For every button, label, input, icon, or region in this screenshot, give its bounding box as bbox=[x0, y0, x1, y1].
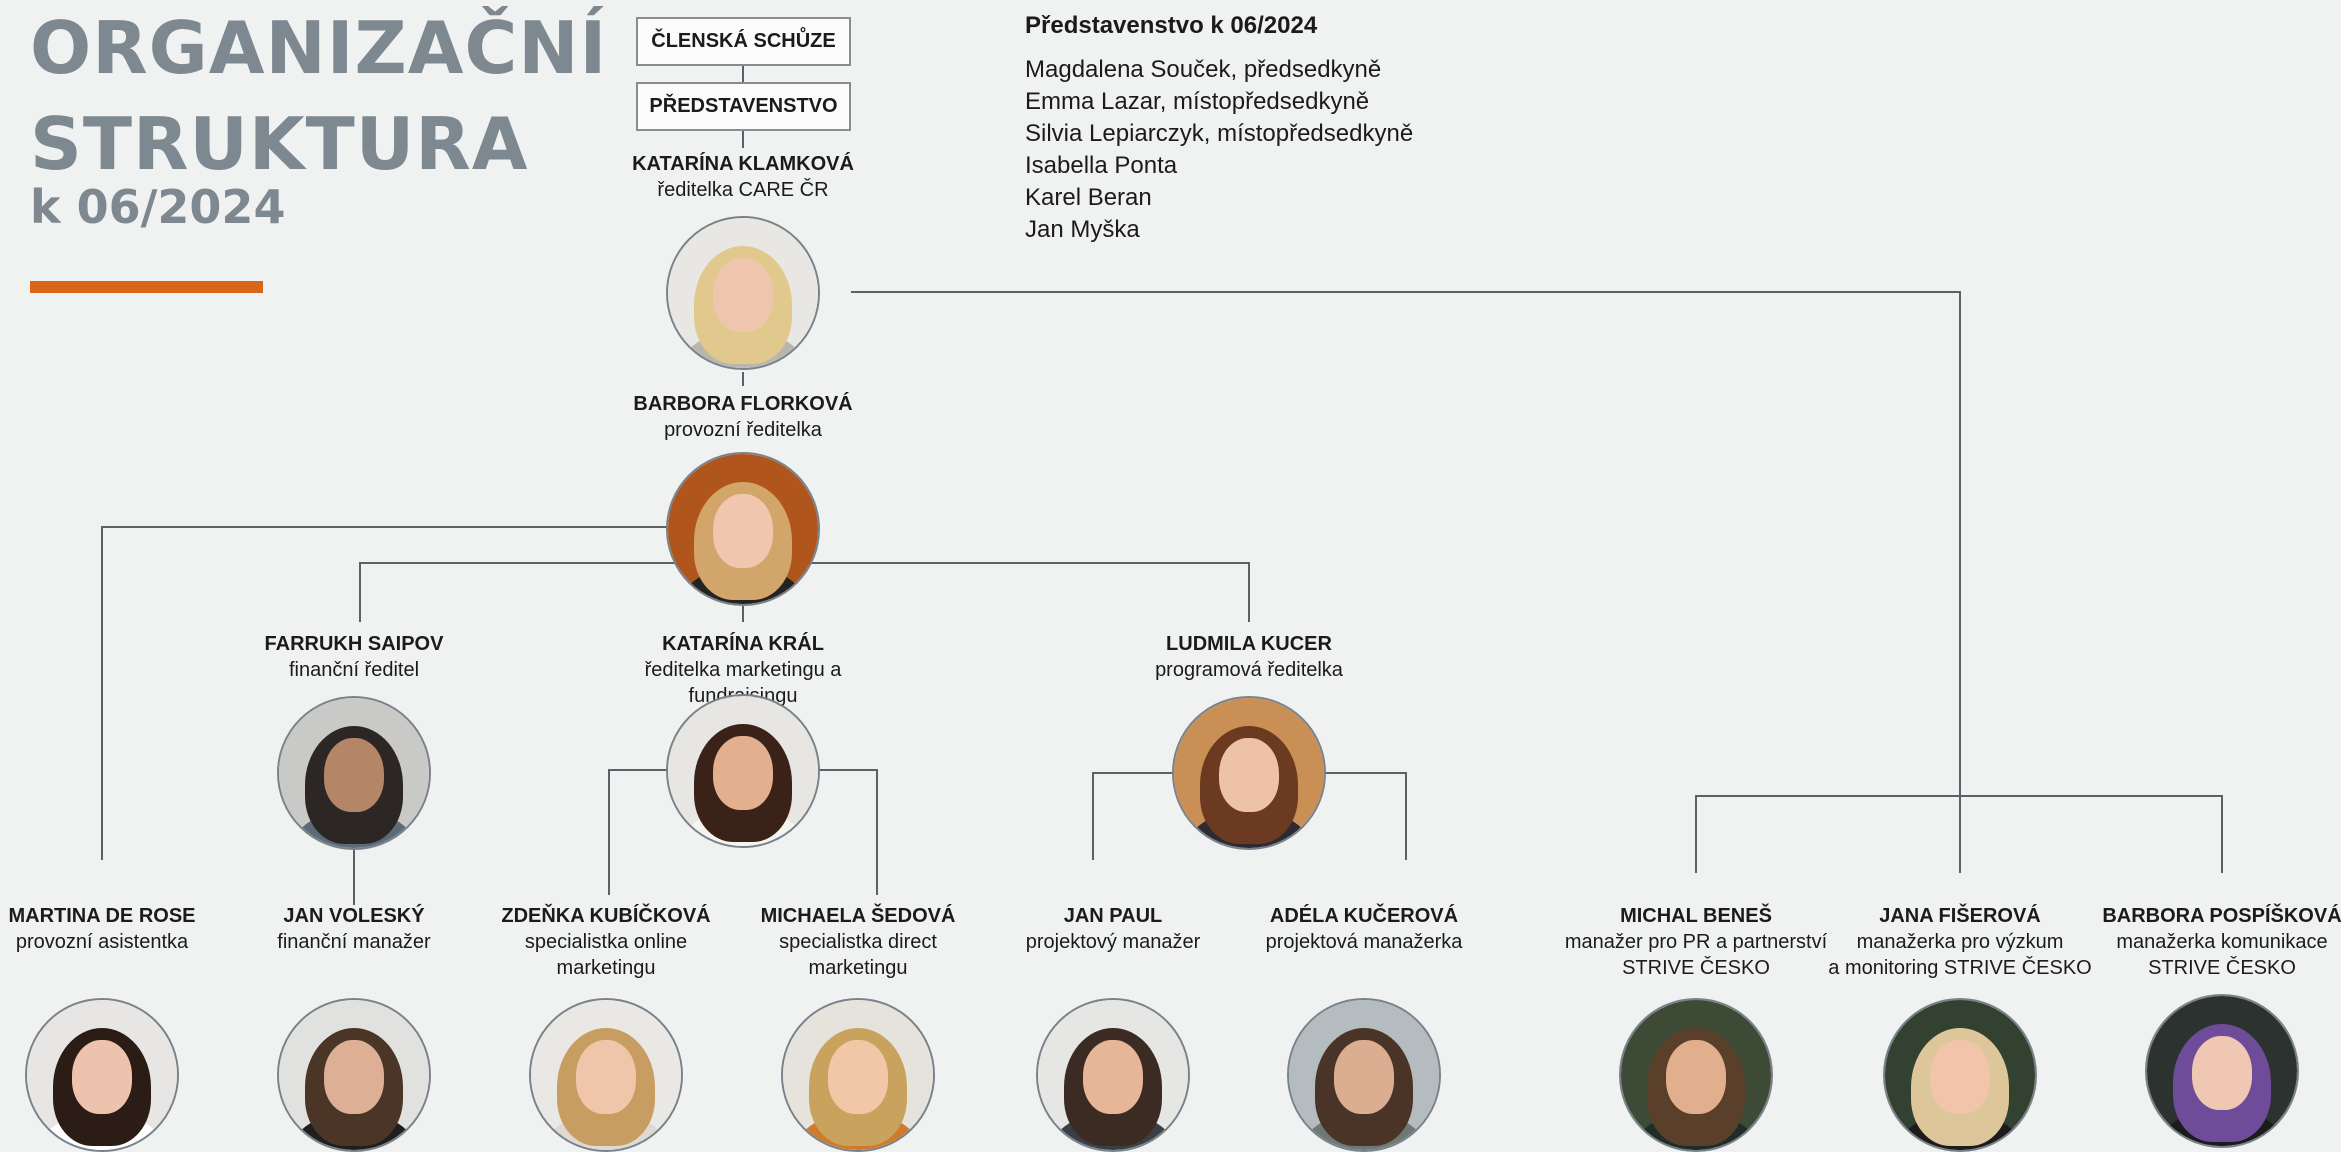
line-kucer-right bbox=[1326, 772, 1407, 860]
person-role-line2: STRIVE ČESKO bbox=[2148, 957, 2296, 979]
person-name: JAN VOLESKÝ bbox=[283, 905, 425, 927]
board-member: Jan Myška bbox=[1025, 216, 1140, 243]
box-board: PŘEDSTAVENSTVO bbox=[636, 82, 851, 131]
line-kucer-left bbox=[1092, 772, 1174, 860]
photo-klamkova bbox=[666, 216, 820, 370]
line-coo-assistant bbox=[101, 526, 667, 860]
person-paul: JAN PAUL projektový manažer bbox=[963, 903, 1263, 955]
board-member: Silvia Lepiarczyk, místopředsedkyně bbox=[1025, 120, 1414, 147]
box-assembly: ČLENSKÁ SCHŮZE bbox=[636, 17, 851, 66]
title-date: k 06/2024 bbox=[30, 180, 286, 234]
line-kral-left bbox=[608, 769, 667, 895]
person-role: finanční manažer bbox=[277, 931, 431, 953]
photo-saipov bbox=[277, 696, 431, 850]
person-fiserova: JANA FIŠEROVÁ manažerka pro výzkum a mon… bbox=[1810, 903, 2110, 981]
person-name: JAN PAUL bbox=[1063, 905, 1163, 927]
photo-fiserova bbox=[1883, 998, 2037, 1152]
person-name: MICHAELA ŠEDOVÁ bbox=[760, 905, 956, 927]
person-name: MARTINA DE ROSE bbox=[8, 905, 196, 927]
board-list-heading: Představenstvo k 06/2024 bbox=[1025, 12, 1318, 39]
person-role: provozní asistentka bbox=[15, 931, 189, 953]
person-role: manažer pro PR a partnerství bbox=[1564, 931, 1828, 953]
person-sedova: MICHAELA ŠEDOVÁ specialistka direct mark… bbox=[708, 903, 1008, 981]
photo-pospiskova bbox=[2145, 994, 2299, 1148]
photo-benes bbox=[1619, 998, 1773, 1152]
person-role-line2: a monitoring STRIVE ČESKO bbox=[1828, 957, 2092, 979]
photo-paul bbox=[1036, 998, 1190, 1152]
accent-bar bbox=[30, 281, 263, 293]
person-kubickova: ZDEŇKA KUBÍČKOVÁ specialistka online mar… bbox=[456, 903, 756, 981]
person-saipov: FARRUKH SAIPOV finanční ředitel bbox=[204, 631, 504, 683]
board-member: Emma Lazar, místopředsedkyně bbox=[1025, 88, 1370, 115]
person-kucerova: ADÉLA KUČEROVÁ projektová manažerka bbox=[1214, 903, 1514, 955]
board-member: Magdalena Souček, předsedkyně bbox=[1025, 56, 1382, 83]
board-member: Isabella Ponta bbox=[1025, 152, 1178, 179]
person-florkova: BARBORA FLORKOVÁ provozní ředitelka bbox=[593, 391, 893, 443]
board-list: Představenstvo k 06/2024 Magdalena Souče… bbox=[1025, 10, 1413, 246]
person-name: ZDEŇKA KUBÍČKOVÁ bbox=[501, 905, 711, 927]
person-role: specialistka direct bbox=[779, 931, 937, 953]
person-kucer: LUDMILA KUCER programová ředitelka bbox=[1099, 631, 1399, 683]
photo-florkova bbox=[666, 452, 820, 606]
photo-kucer bbox=[1172, 696, 1326, 850]
page-title: ORGANIZAČNÍ STRUKTURA bbox=[30, 0, 607, 192]
person-role-line2: marketingu bbox=[808, 957, 908, 979]
title-line-1: ORGANIZAČNÍ bbox=[30, 6, 608, 90]
line-strive-branch bbox=[1695, 795, 2223, 873]
person-name: LUDMILA KUCER bbox=[1166, 633, 1332, 655]
person-role: finanční ředitel bbox=[288, 659, 420, 681]
person-name: FARRUKH SAIPOV bbox=[264, 633, 444, 655]
person-role: provozní ředitelka bbox=[664, 419, 822, 441]
line-kral-right bbox=[820, 769, 878, 895]
photo-kucerova bbox=[1287, 998, 1441, 1152]
board-member: Karel Beran bbox=[1025, 184, 1152, 211]
person-role: manažerka komunikace bbox=[2116, 931, 2328, 953]
person-role: manažerka pro výzkum bbox=[1856, 931, 2064, 953]
person-role: ředitelka CARE ČR bbox=[657, 179, 829, 201]
person-role: specialistka online bbox=[524, 931, 688, 953]
person-klamkova: KATARÍNA KLAMKOVÁ ředitelka CARE ČR bbox=[593, 151, 893, 203]
person-role: programová ředitelka bbox=[1155, 659, 1343, 681]
person-name: BARBORA POSPÍŠKOVÁ bbox=[2102, 905, 2341, 927]
person-volesky: JAN VOLESKÝ finanční manažer bbox=[204, 903, 504, 955]
person-role-line2: marketingu bbox=[556, 957, 656, 979]
photo-volesky bbox=[277, 998, 431, 1152]
person-role-line2: STRIVE ČESKO bbox=[1622, 957, 1770, 979]
photo-kubickova bbox=[529, 998, 683, 1152]
person-role: projektová manažerka bbox=[1265, 931, 1463, 953]
person-name: JANA FIŠEROVÁ bbox=[1879, 905, 2041, 927]
person-name: MICHAL BENEŠ bbox=[1620, 905, 1772, 927]
person-role: projektový manažer bbox=[1025, 931, 1201, 953]
person-name: ADÉLA KUČEROVÁ bbox=[1269, 905, 1459, 927]
photo-derose bbox=[25, 998, 179, 1152]
person-name: KATARÍNA KRÁL bbox=[662, 633, 824, 655]
photo-kral bbox=[666, 694, 820, 848]
photo-sedova bbox=[781, 998, 935, 1152]
line-ceo-strive bbox=[851, 291, 1961, 873]
person-derose: MARTINA DE ROSE provozní asistentka bbox=[0, 903, 252, 955]
person-name: BARBORA FLORKOVÁ bbox=[633, 393, 853, 415]
person-name: KATARÍNA KLAMKOVÁ bbox=[632, 153, 854, 175]
person-pospiskova: BARBORA POSPÍŠKOVÁ manažerka komunikace … bbox=[2072, 903, 2341, 981]
title-line-2: STRUKTURA bbox=[30, 102, 529, 186]
person-benes: MICHAL BENEŠ manažer pro PR a partnerstv… bbox=[1546, 903, 1846, 981]
